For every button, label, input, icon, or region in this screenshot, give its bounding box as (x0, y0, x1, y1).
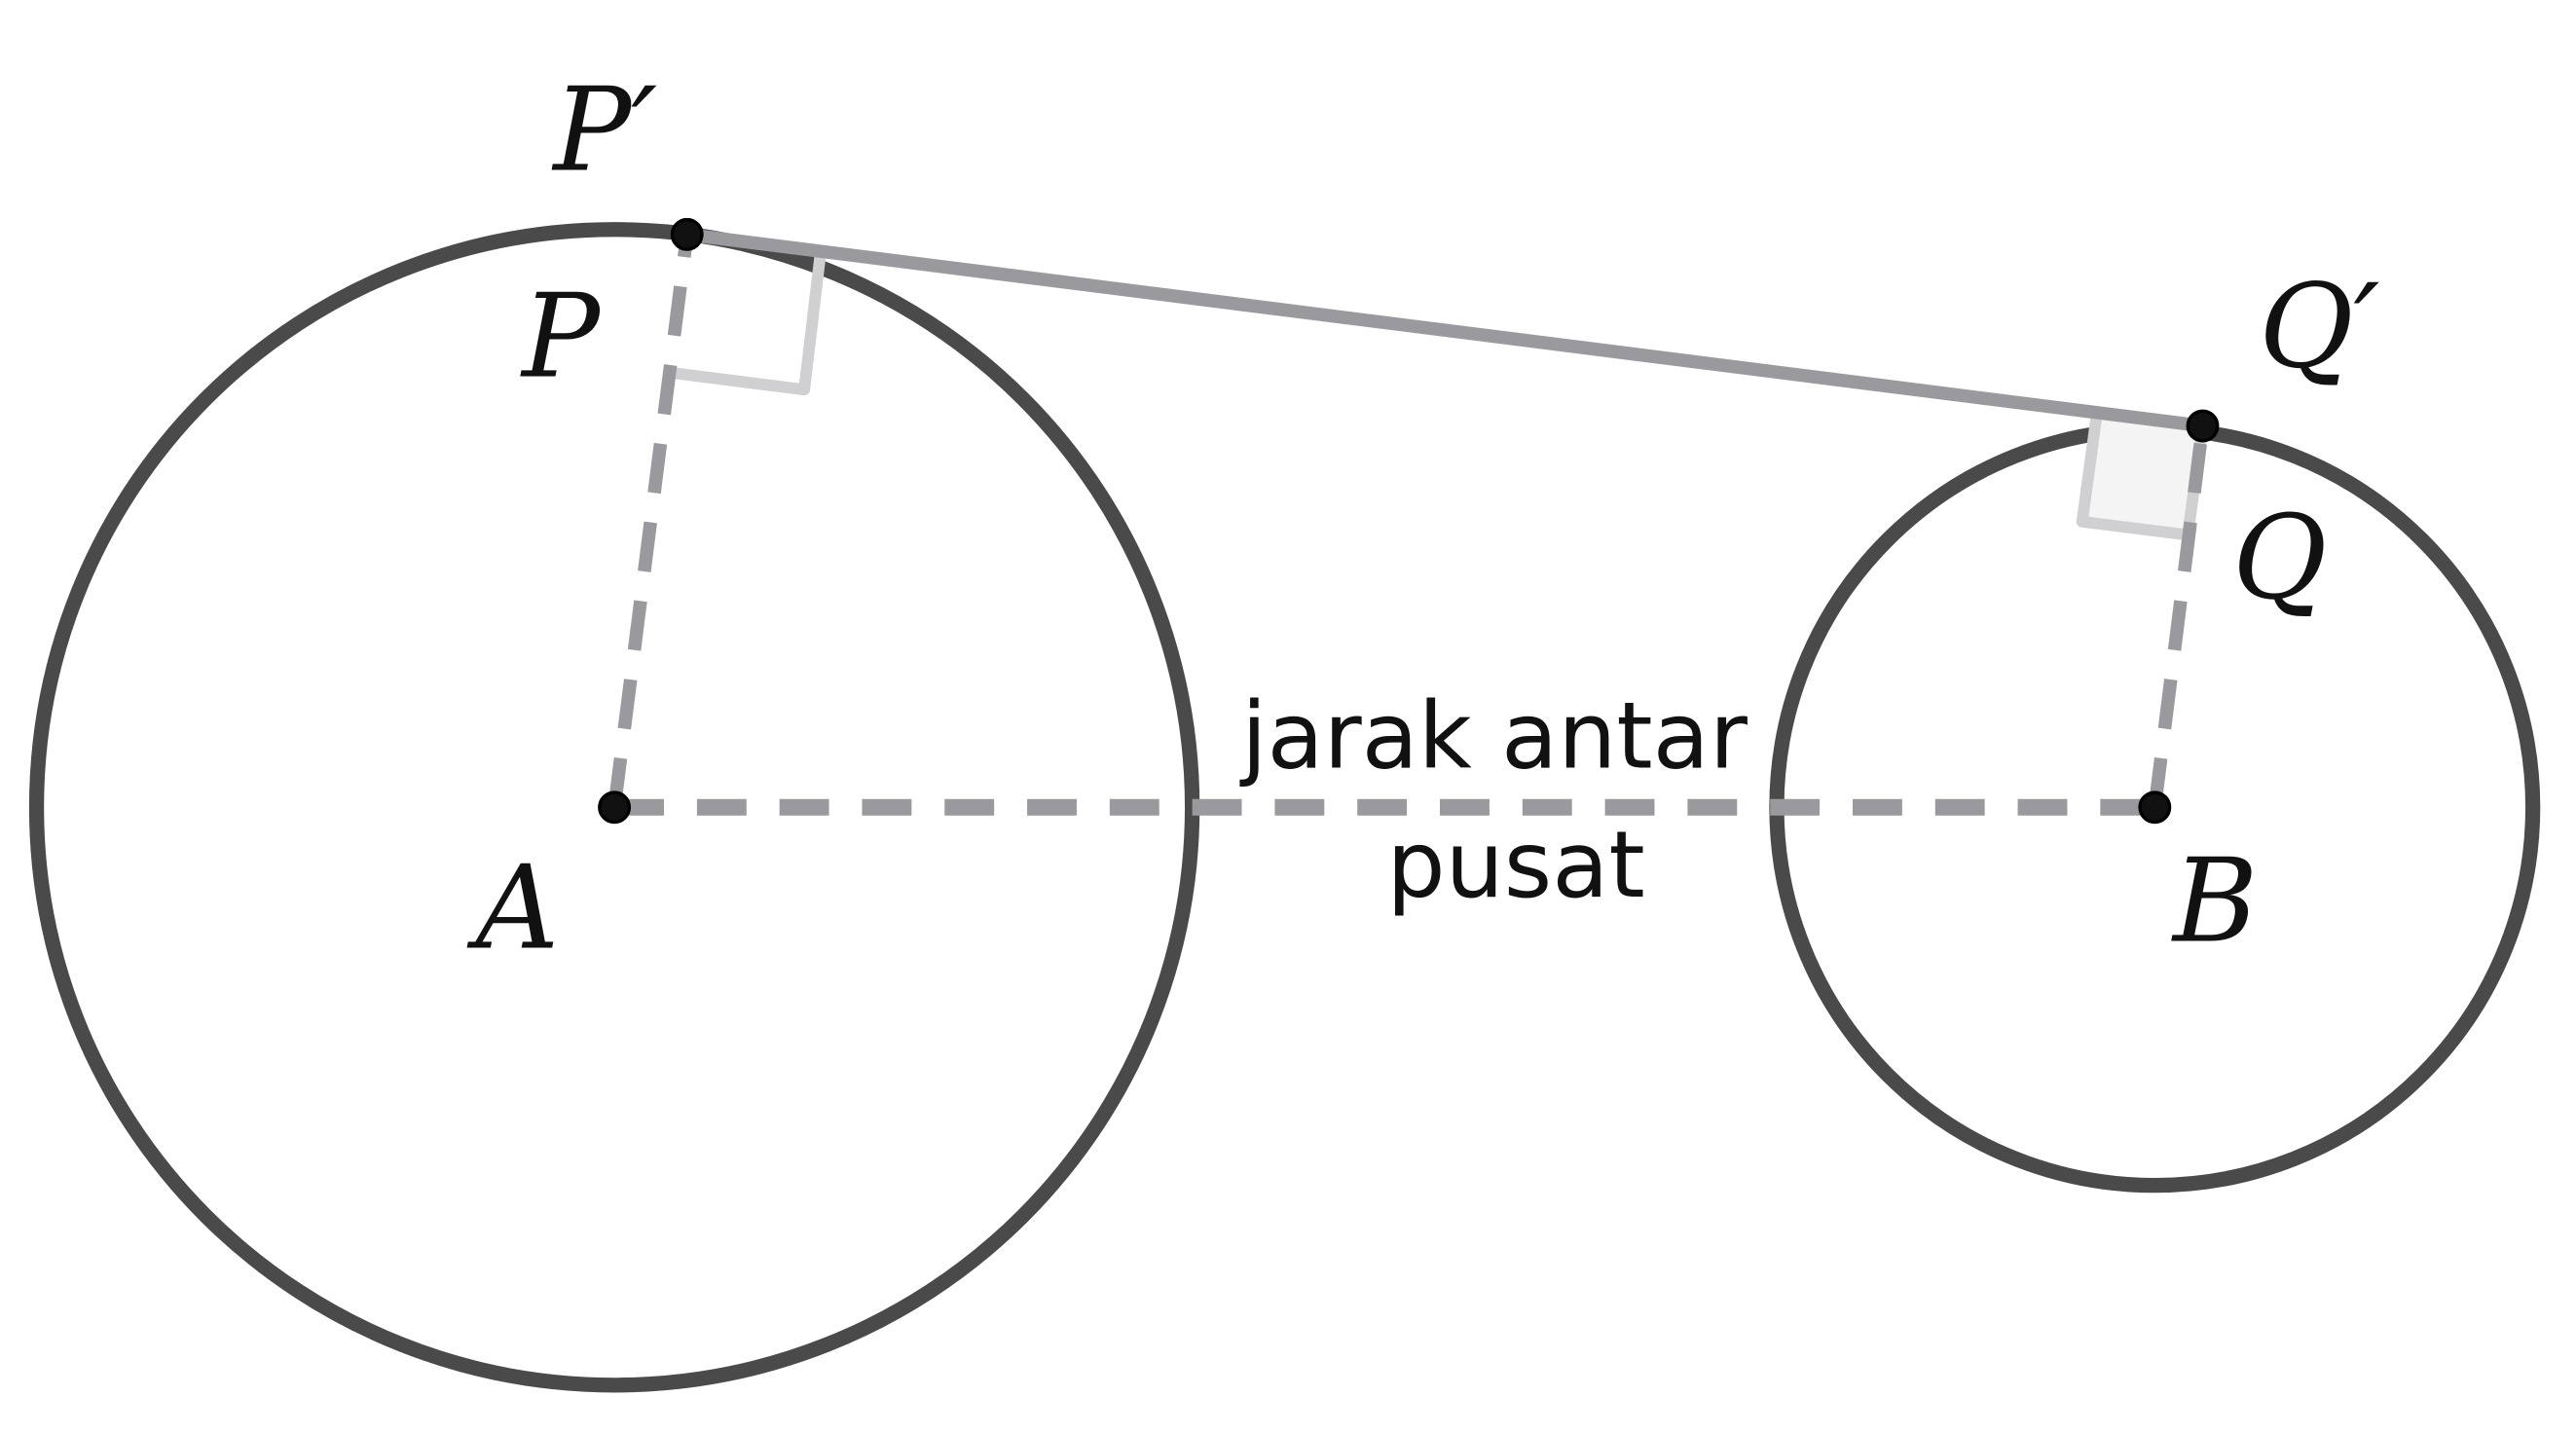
right-angle-marker-q (2076, 407, 2209, 541)
point-q (2186, 409, 2220, 443)
center-distance-label-line2: pusat (1386, 812, 1644, 919)
label-q: Q (2232, 491, 2327, 625)
tangent-line (685, 228, 2204, 433)
label-b: B (2171, 834, 2258, 969)
radius-bq-dashed (2148, 424, 2210, 809)
label-q-prime: Q′ (2259, 259, 2379, 393)
label-a: A (466, 840, 560, 974)
point-a (598, 790, 632, 825)
point-p (670, 217, 704, 251)
right-angle-marker-p (673, 250, 827, 396)
label-p-prime: P′ (551, 63, 657, 198)
point-b (2138, 790, 2172, 825)
center-distance-label-line1: jarak antar (1239, 683, 1748, 790)
radius-ap-dashed (607, 233, 694, 809)
label-p: P (520, 270, 602, 404)
